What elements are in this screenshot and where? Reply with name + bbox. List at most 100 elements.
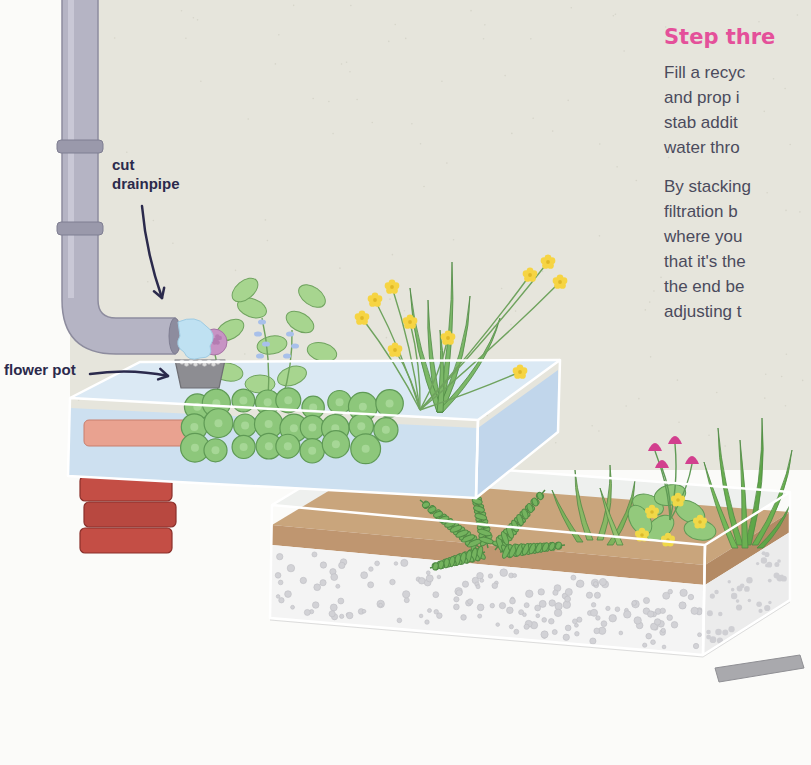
wall-speckle — [312, 98, 314, 100]
rosette-centre — [386, 399, 394, 407]
gravel-stone — [632, 600, 640, 608]
wall-speckle — [371, 122, 373, 124]
wall-speckle — [153, 220, 155, 222]
wall-speckle — [441, 80, 443, 82]
wall-speckle — [636, 180, 638, 182]
gravel-stone — [565, 588, 572, 595]
grass-blade — [752, 450, 792, 545]
succulent-rosette — [232, 435, 255, 458]
sage-flower — [254, 331, 262, 336]
wall-speckle — [530, 38, 532, 40]
rosette-centre — [240, 443, 248, 451]
gravel-stone — [338, 598, 344, 604]
gravel-stone — [565, 625, 571, 631]
wall-speckle — [197, 19, 199, 21]
gravel-stone — [456, 590, 462, 596]
wall-speckle — [542, 271, 544, 273]
leaf — [531, 497, 539, 507]
arrow-head — [158, 369, 168, 380]
flower — [523, 267, 538, 281]
planter-base-line — [270, 602, 790, 657]
wall-speckle — [552, 130, 554, 132]
gravel-stone — [461, 615, 467, 621]
wall-speckle — [420, 143, 422, 145]
body-text-line: where you — [664, 226, 742, 248]
flower-centre — [698, 520, 702, 524]
succulent-rosette — [328, 390, 351, 413]
gravel-stone — [660, 608, 665, 613]
gravel-stone — [549, 619, 555, 625]
leaf — [422, 501, 431, 509]
wall-speckle — [785, 210, 787, 212]
body-text-line: the end be — [664, 276, 744, 298]
flower — [403, 314, 418, 328]
wall-speckle — [638, 398, 640, 400]
rosette-centre — [359, 403, 367, 411]
gravel-stone — [468, 599, 473, 604]
rosette-centre — [265, 420, 273, 428]
wall-speckle — [765, 373, 767, 375]
gravel-stone — [606, 606, 610, 610]
leader-arrow — [90, 371, 168, 376]
leaf — [432, 562, 439, 570]
wall-speckle — [789, 144, 791, 146]
wall-speckle — [802, 380, 804, 382]
wall-speckle — [781, 376, 783, 378]
gravel-stone — [609, 615, 616, 622]
wall-speckle — [649, 301, 651, 303]
gravel-stone — [490, 603, 495, 608]
gravel-stone — [375, 561, 380, 566]
gravel-stone — [715, 629, 722, 636]
gravel-stone — [336, 584, 340, 588]
wall-speckle — [356, 99, 358, 101]
petal — [693, 518, 699, 524]
rosette-centre — [239, 397, 247, 405]
body-text-line: filtration b — [664, 201, 738, 223]
wall-speckle — [389, 298, 391, 300]
gravel-stone — [736, 604, 742, 610]
stem — [262, 318, 269, 400]
wall-speckle — [653, 290, 655, 292]
gravel-stone — [312, 552, 317, 557]
gravel-stone — [507, 607, 514, 614]
gravel-stone — [728, 626, 734, 632]
gravel-stone — [577, 580, 584, 587]
rosette-centre — [214, 419, 222, 427]
gravel-stone — [488, 574, 492, 578]
rosette-centre — [308, 447, 316, 455]
leaf — [541, 542, 550, 553]
succulent-rosette — [322, 431, 349, 458]
rosette-centre — [241, 421, 249, 429]
wall-speckle — [773, 78, 775, 80]
sage-flower — [291, 343, 299, 348]
gravel-stone — [524, 624, 529, 629]
wall-speckle — [267, 240, 269, 242]
gravel-stone — [279, 598, 284, 603]
wall-speckle — [126, 151, 128, 153]
grass-blade — [745, 418, 763, 545]
flower-centre — [390, 285, 394, 289]
gravel-stone — [698, 633, 702, 637]
body-text-line: By stacking — [664, 176, 751, 198]
gravel-stone — [361, 572, 368, 579]
gravel-stone — [748, 599, 751, 602]
flower-centre — [528, 273, 532, 277]
gravel-stone — [680, 589, 687, 596]
wall-speckle — [392, 254, 394, 256]
flower — [441, 330, 456, 344]
wall-speckle — [763, 111, 765, 113]
rosette-centre — [190, 423, 198, 431]
wall-speckle — [278, 34, 280, 36]
gravel-stone — [575, 631, 580, 636]
flower — [671, 493, 685, 507]
gravel-stone — [287, 564, 294, 571]
gravel-stone — [401, 559, 408, 566]
wall-speckle — [797, 14, 799, 16]
gravel-stone — [480, 578, 484, 582]
wall-speckle — [599, 235, 601, 237]
gravel-stone — [276, 595, 280, 599]
gravel-stone — [667, 615, 673, 621]
wall-speckle — [247, 118, 249, 120]
drain-grate — [715, 655, 804, 682]
wall-speckle — [172, 242, 174, 244]
